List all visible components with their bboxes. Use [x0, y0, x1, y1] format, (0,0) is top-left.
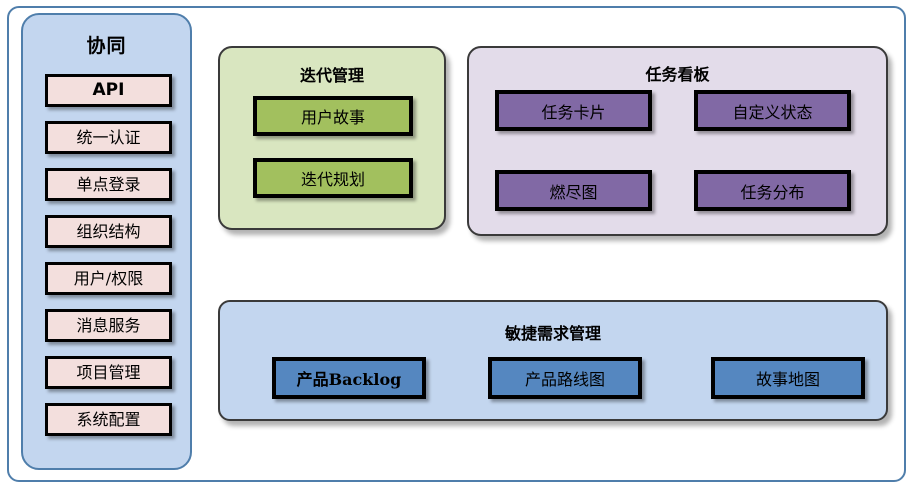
task-board-title: 任务看板	[645, 65, 710, 84]
task-board-item-burndown[interactable]: 燃尽图	[495, 170, 652, 211]
sidebar-item-user-perms[interactable]: 用户/权限	[45, 262, 172, 295]
sidebar-item-org-structure[interactable]: 组织结构	[45, 215, 172, 248]
sidebar-item-sso[interactable]: 单点登录	[45, 168, 172, 201]
agile-requirements-title: 敏捷需求管理	[504, 324, 601, 343]
sidebar-item-api[interactable]: API	[45, 74, 172, 107]
sidebar-collaboration-panel: 协同 API 统一认证 单点登录 组织结构 用户/权限 消息服务 项目管理 系统…	[21, 13, 192, 470]
iteration-item-user-story[interactable]: 用户故事	[253, 96, 413, 136]
task-board-item-task-dist[interactable]: 任务分布	[694, 170, 851, 211]
task-board-panel: 任务看板 任务卡片 自定义状态 燃尽图 任务分布	[467, 46, 888, 236]
agile-item-product-backlog[interactable]: 产品Backlog	[272, 357, 426, 399]
sidebar-title: 协同	[86, 35, 127, 57]
iteration-management-panel: 迭代管理 用户故事 迭代规划	[218, 46, 446, 230]
sidebar-item-message-svc[interactable]: 消息服务	[45, 309, 172, 342]
agile-item-story-map[interactable]: 故事地图	[711, 357, 865, 399]
sidebar-item-sys-config[interactable]: 系统配置	[45, 403, 172, 436]
sidebar-item-project-mgmt[interactable]: 项目管理	[45, 356, 172, 389]
sidebar-item-unified-auth[interactable]: 统一认证	[45, 121, 172, 154]
task-board-item-custom-status[interactable]: 自定义状态	[694, 90, 851, 131]
agile-requirements-panel: 敏捷需求管理 产品Backlog 产品路线图 故事地图	[218, 300, 888, 421]
iteration-item-sprint-plan[interactable]: 迭代规划	[253, 158, 413, 198]
iteration-management-title: 迭代管理	[299, 66, 364, 85]
agile-item-product-roadmap[interactable]: 产品路线图	[488, 357, 642, 399]
task-board-item-task-card[interactable]: 任务卡片	[495, 90, 652, 131]
